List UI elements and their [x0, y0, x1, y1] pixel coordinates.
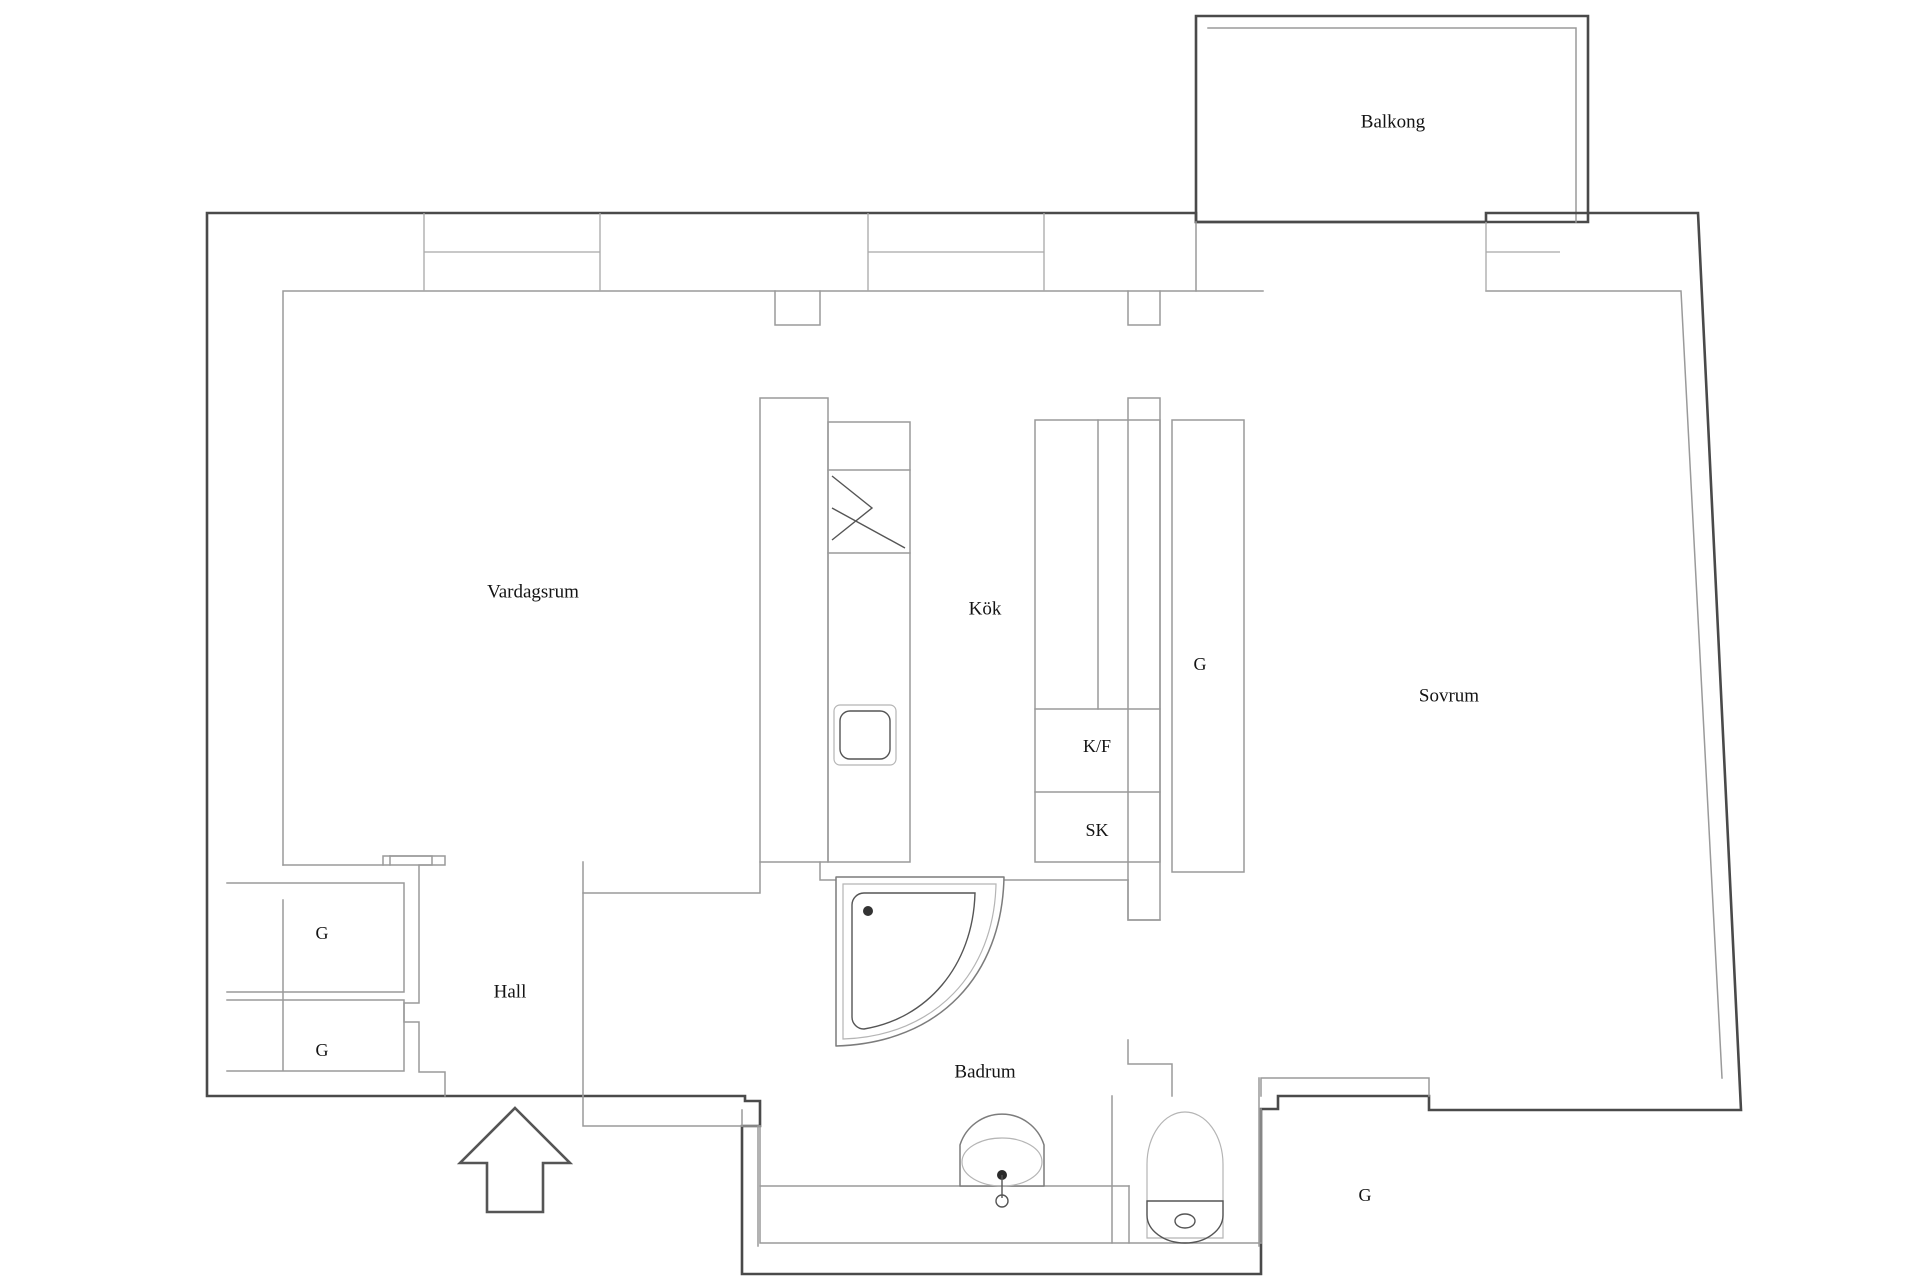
exterior-wall-inner-face [282, 290, 1723, 1247]
kitchen-storage-column [1034, 419, 1161, 863]
partition-living-kitchen [759, 397, 829, 863]
room-label-hall: Hall [494, 981, 527, 1002]
hall-wall-nw [282, 855, 433, 866]
storage-label-kf: K/F [1083, 736, 1111, 756]
storage-label-g-hall-lower: G [316, 1040, 329, 1060]
storage-label-g-sovrum: G [1194, 654, 1207, 674]
bathtub-inner-basin [851, 892, 976, 1030]
exterior-wall-outline [205, 211, 1743, 1276]
window-living-1 [423, 213, 601, 291]
hall-partitions [226, 855, 761, 1127]
pier-kitchen-bedroom [1127, 290, 1161, 326]
toilet-cistern-seat [1146, 1111, 1224, 1239]
bathtub-drain [863, 906, 873, 916]
window-living-2 [867, 213, 1045, 291]
bathroom-ne-jamb [1127, 879, 1161, 921]
balcony-door-jamb [1195, 221, 1264, 292]
wall-kitchen-east [1127, 397, 1161, 921]
hall-south-sill [582, 1095, 761, 1127]
wash-basin-icon [959, 1113, 1045, 1208]
toilet-bowl [1146, 1200, 1224, 1244]
wc-north-sill [1260, 1077, 1430, 1097]
bathroom-enclosure [759, 861, 1430, 1244]
toilet-flush-button [1174, 1213, 1196, 1229]
toilet-icon [1146, 1111, 1224, 1244]
bathtub-rim [842, 883, 997, 1040]
wc-west-wall [1111, 1095, 1262, 1244]
kitchen-counter-run [827, 421, 911, 863]
closet-hall-lower [226, 999, 405, 1072]
hall-closet-divider [382, 855, 446, 1097]
balcony-inner-wall [1207, 27, 1577, 223]
window-group-top [423, 213, 1560, 291]
room-label-vardagsrum: Vardagsrum [487, 581, 579, 602]
entrance-direction-arrow [456, 1106, 574, 1214]
bedroom-wardrobe [1171, 419, 1245, 873]
window-bedroom-1 [1485, 222, 1560, 291]
wall-kitchen-west [759, 397, 829, 863]
storage-label-g-wc: G [1359, 1185, 1372, 1205]
storage-label-sk: SK [1085, 820, 1108, 840]
structural-piers-top [774, 221, 1264, 326]
kitchen-stove-icon [831, 475, 906, 549]
closet-hall-upper [226, 882, 405, 993]
bathtub-outer [835, 876, 1005, 1047]
room-label-badrum: Badrum [954, 1061, 1015, 1082]
storage-label-group: G K/F SK G G G [316, 654, 1372, 1205]
room-label-sovrum: Sovrum [1419, 685, 1479, 706]
basin-drain [995, 1194, 1009, 1208]
apartment-outline [205, 211, 1743, 1276]
storage-label-g-hall-upper: G [316, 923, 329, 943]
room-label-group: Balkong Vardagsrum Kök Sovrum Hall Badru… [487, 111, 1479, 1082]
balcony-group [1194, 14, 1590, 224]
hall-living-threshold [582, 861, 761, 894]
room-label-kok: Kök [969, 598, 1002, 619]
kitchen-counter [827, 421, 911, 863]
pier-living-kitchen [774, 290, 821, 326]
bathroom-south-inner [759, 1125, 1113, 1244]
bathroom-north-wall [819, 861, 1129, 881]
corner-bathtub-icon [835, 876, 1005, 1047]
bedroom-wardrobe-group [1127, 397, 1245, 921]
room-label-balkong: Balkong [1361, 111, 1426, 132]
bathroom-east-wall [1127, 1039, 1173, 1097]
kitchen-sink-icon [833, 704, 897, 766]
balcony-outer-wall [1194, 14, 1590, 224]
basin-counter [959, 1113, 1045, 1187]
